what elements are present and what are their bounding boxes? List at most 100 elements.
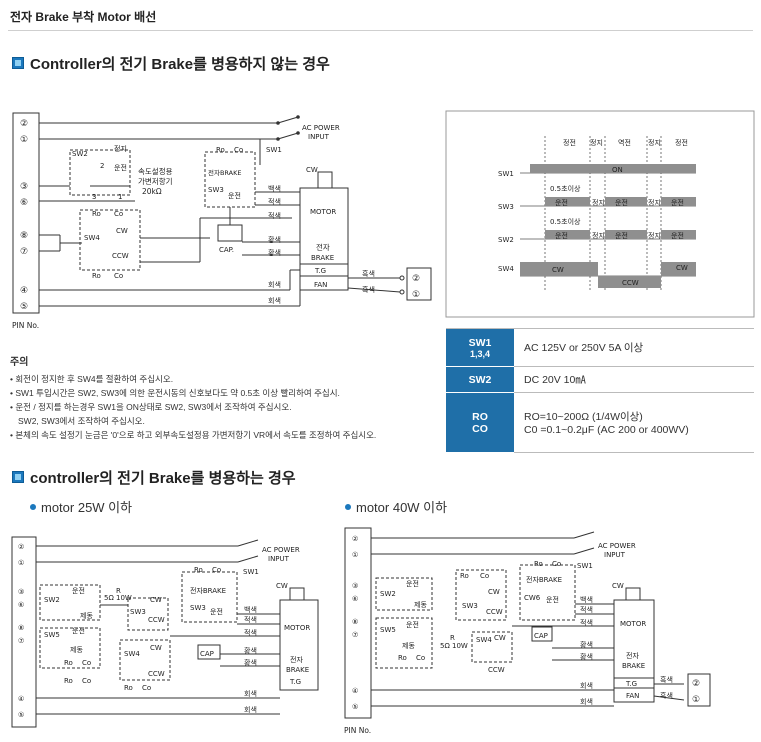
svg-text:FAN: FAN bbox=[314, 281, 327, 289]
svg-text:⑤: ⑤ bbox=[352, 703, 358, 711]
svg-text:회색: 회색 bbox=[268, 296, 281, 305]
svg-text:SW3: SW3 bbox=[498, 203, 514, 211]
svg-text:황색: 황색 bbox=[244, 658, 257, 667]
input-label: INPUT bbox=[308, 133, 330, 141]
svg-text:Ro: Ro bbox=[124, 684, 133, 692]
svg-text:④: ④ bbox=[352, 687, 358, 695]
svg-text:Co: Co bbox=[552, 560, 561, 568]
svg-text:2: 2 bbox=[100, 162, 104, 170]
svg-text:전자: 전자 bbox=[316, 242, 330, 252]
svg-text:CW: CW bbox=[150, 644, 162, 652]
section2-title: controller의 전기 Brake를 병용하는 경우 bbox=[30, 470, 296, 487]
svg-text:백색: 백색 bbox=[268, 184, 281, 193]
sw3-run-pulse bbox=[545, 197, 590, 206]
spec-value: DC 20V 10㎃ bbox=[514, 366, 754, 393]
svg-text:CCW: CCW bbox=[486, 608, 503, 616]
svg-text:Co: Co bbox=[114, 210, 123, 218]
svg-text:제동: 제동 bbox=[70, 646, 83, 654]
sw4-label: SW4 bbox=[84, 234, 100, 242]
svg-text:적색: 적색 bbox=[244, 628, 257, 637]
svg-text:3: 3 bbox=[92, 193, 96, 201]
sw2-run-pulse bbox=[545, 230, 590, 239]
svg-text:Ro: Ro bbox=[398, 654, 407, 662]
svg-text:운전: 운전 bbox=[72, 626, 85, 635]
svg-text:운전: 운전 bbox=[671, 231, 684, 240]
pin-label: ② bbox=[20, 119, 28, 129]
svg-text:흑색: 흑색 bbox=[362, 285, 375, 294]
svg-text:CW: CW bbox=[488, 588, 500, 596]
svg-text:SW2: SW2 bbox=[498, 236, 514, 244]
svg-text:SW3: SW3 bbox=[130, 608, 146, 616]
svg-text:백색: 백색 bbox=[244, 605, 257, 614]
svg-text:회색: 회색 bbox=[580, 681, 593, 690]
svg-text:⑧: ⑧ bbox=[18, 624, 24, 632]
motor-icon bbox=[299, 187, 349, 265]
svg-text:CW: CW bbox=[494, 634, 506, 642]
pin-no-label: PIN No. bbox=[12, 321, 39, 330]
svg-text:SW1: SW1 bbox=[243, 568, 259, 576]
svg-text:회색: 회색 bbox=[268, 280, 281, 289]
svg-text:②: ② bbox=[18, 543, 24, 551]
svg-text:①: ① bbox=[412, 290, 420, 300]
svg-text:CW: CW bbox=[676, 264, 688, 272]
svg-text:전자: 전자 bbox=[290, 655, 303, 664]
svg-text:황색: 황색 bbox=[580, 640, 593, 649]
sw1-label: SW1 bbox=[266, 146, 282, 154]
svg-text:Ro: Ro bbox=[460, 572, 469, 580]
pin-terminal-block bbox=[12, 112, 40, 314]
svg-text:Ro: Ro bbox=[64, 659, 73, 667]
pin-label: ⑦ bbox=[20, 247, 28, 257]
svg-text:CW: CW bbox=[116, 227, 128, 235]
svg-text:흑색: 흑색 bbox=[362, 269, 375, 278]
section-bullet-icon bbox=[12, 471, 24, 483]
svg-text:PIN No.: PIN No. bbox=[344, 726, 371, 735]
svg-text:R: R bbox=[116, 587, 121, 595]
svg-text:적색: 적색 bbox=[268, 211, 281, 220]
svg-text:운전: 운전 bbox=[406, 620, 419, 629]
svg-text:황색: 황색 bbox=[244, 646, 257, 655]
svg-text:1: 1 bbox=[118, 193, 122, 201]
svg-text:CCW: CCW bbox=[148, 616, 165, 624]
svg-text:SW5: SW5 bbox=[44, 631, 60, 639]
note-item: 본체의 속도 설정기 눈금은 '0'으로 하고 외부속도설정용 가변저항기 VR… bbox=[10, 428, 440, 442]
svg-text:Ro: Ro bbox=[92, 210, 101, 218]
ac-power-label: AC POWER bbox=[302, 124, 340, 132]
svg-text:AC POWER: AC POWER bbox=[262, 546, 300, 554]
svg-text:SW2: SW2 bbox=[380, 590, 396, 598]
svg-text:Ro: Ro bbox=[194, 566, 203, 574]
svg-text:전자: 전자 bbox=[626, 651, 639, 660]
svg-text:운전: 운전 bbox=[228, 191, 241, 200]
svg-text:③: ③ bbox=[18, 588, 24, 596]
svg-text:MOTOR: MOTOR bbox=[620, 620, 646, 628]
svg-text:전자BRAKE: 전자BRAKE bbox=[190, 586, 226, 595]
svg-text:BRAKE: BRAKE bbox=[622, 662, 645, 670]
note-item: 회전이 정지한 후 SW4를 절환하여 주십시오. bbox=[10, 372, 440, 386]
pin-label: ⑥ bbox=[20, 198, 28, 208]
sw3-run-pulse bbox=[605, 197, 647, 206]
svg-text:SW5: SW5 bbox=[380, 626, 396, 634]
svg-text:SW1: SW1 bbox=[498, 170, 514, 178]
svg-text:백색: 백색 bbox=[580, 595, 593, 604]
svg-text:BRAKE: BRAKE bbox=[311, 254, 334, 262]
sw2-run-pulse bbox=[661, 230, 696, 239]
svg-text:전자BRAKE: 전자BRAKE bbox=[526, 575, 562, 584]
svg-text:정지: 정지 bbox=[592, 231, 605, 240]
pin-label: ③ bbox=[20, 182, 28, 192]
sub-title-25w: motor 25W 이하 bbox=[41, 500, 133, 515]
sw3-run-pulse bbox=[661, 197, 696, 206]
svg-text:Co: Co bbox=[82, 677, 91, 685]
svg-text:SW4: SW4 bbox=[476, 636, 492, 644]
svg-text:황색: 황색 bbox=[268, 248, 281, 257]
svg-text:INPUT: INPUT bbox=[604, 551, 626, 559]
sw4-cw-pulse bbox=[520, 262, 598, 276]
svg-text:역전: 역전 bbox=[618, 138, 631, 147]
svg-text:CW: CW bbox=[612, 582, 624, 590]
svg-text:③: ③ bbox=[352, 582, 358, 590]
svg-text:CW: CW bbox=[552, 266, 564, 274]
stop-label: 정지 bbox=[114, 144, 127, 153]
pin-label: ① bbox=[20, 135, 28, 145]
sub-bullet-icon bbox=[30, 504, 36, 510]
sw3-label: SW3 bbox=[208, 186, 224, 194]
svg-text:5Ω 10W: 5Ω 10W bbox=[440, 642, 468, 650]
